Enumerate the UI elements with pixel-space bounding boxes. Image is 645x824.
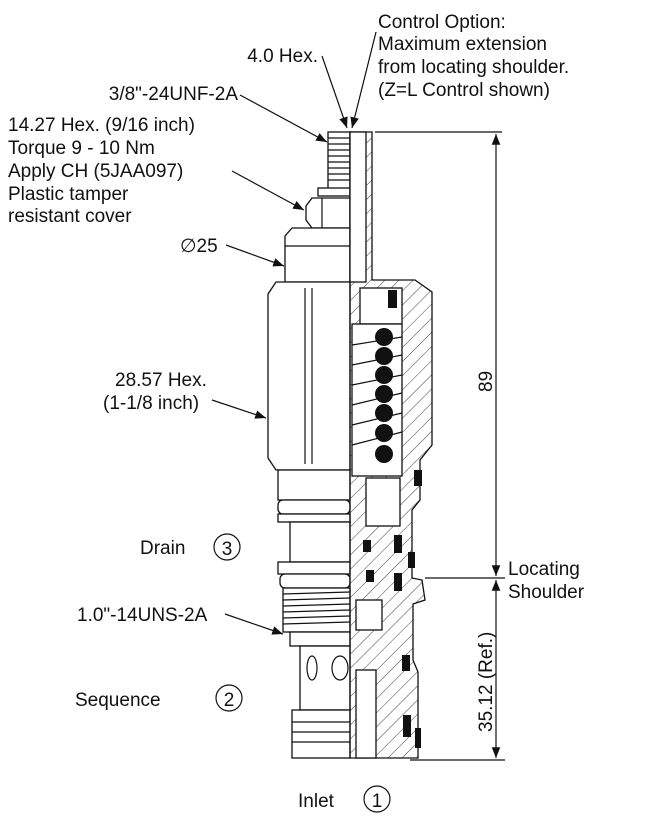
hex-body-line-2: (1-1/8 inch)	[103, 393, 199, 414]
port-name: Sequence	[75, 690, 161, 711]
hex-nut-line-3: Apply CH (5JAA097)	[8, 161, 183, 182]
thread-bottom-label: 1.0"-14UNS-2A	[77, 605, 208, 626]
locating-shoulder-line-1: Locating	[508, 559, 580, 580]
port-number: 2	[224, 690, 235, 711]
hex-4-label: 4.0 Hex.	[247, 46, 318, 67]
hex-nut-line-2: Torque 9 - 10 Nm	[8, 138, 155, 159]
hex-nut-line-5: resistant cover	[8, 206, 132, 227]
port-number: 1	[372, 791, 383, 812]
hex-body-line-1: 28.57 Hex.	[115, 370, 207, 391]
port-number: 3	[222, 539, 233, 560]
diameter-label: ∅25	[180, 236, 218, 257]
control-option-line-1: Control Option:	[378, 12, 506, 33]
dimension-overall: 89	[476, 371, 497, 392]
control-option-line-2: Maximum extension	[378, 34, 547, 55]
port-sequence: Sequence 2	[75, 684, 243, 712]
dimension-lines	[375, 131, 505, 761]
spring-coils	[363, 290, 422, 748]
valve-section	[349, 131, 433, 759]
valve-exterior	[267, 131, 351, 759]
control-option-line-4: (Z=L Control shown)	[378, 80, 550, 101]
leader-lines	[211, 31, 377, 635]
thread-top-label: 3/8"-24UNF-2A	[109, 84, 239, 105]
control-option-line-3: from locating shoulder.	[378, 57, 569, 78]
port-drain: Drain 3	[140, 533, 241, 561]
dimension-reference: 35.12 (Ref.)	[476, 632, 497, 732]
port-inlet: Inlet 1	[298, 785, 391, 813]
port-name: Drain	[140, 538, 185, 559]
hex-nut-line-1: 14.27 Hex. (9/16 inch)	[8, 115, 195, 136]
hex-nut-line-4: Plastic tamper	[8, 184, 129, 205]
port-name: Inlet	[298, 791, 335, 812]
locating-shoulder-line-2: Shoulder	[508, 582, 585, 603]
